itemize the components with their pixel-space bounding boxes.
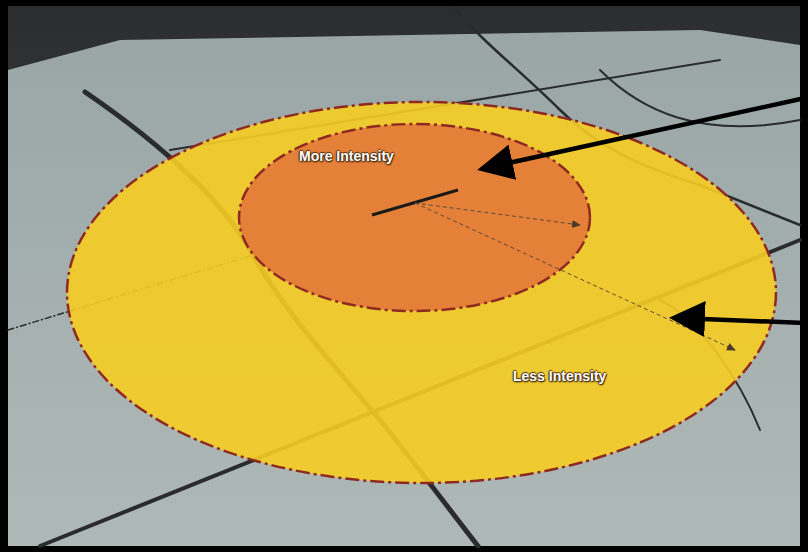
outer-zone-ellipse: Less Intensity More Intensity bbox=[65, 100, 778, 485]
inner-zone-ellipse: More Intensity bbox=[237, 122, 592, 313]
zone-label: More Intensity bbox=[299, 148, 394, 164]
zone-outline bbox=[237, 122, 592, 313]
zone-label: Less Intensity bbox=[513, 368, 606, 384]
